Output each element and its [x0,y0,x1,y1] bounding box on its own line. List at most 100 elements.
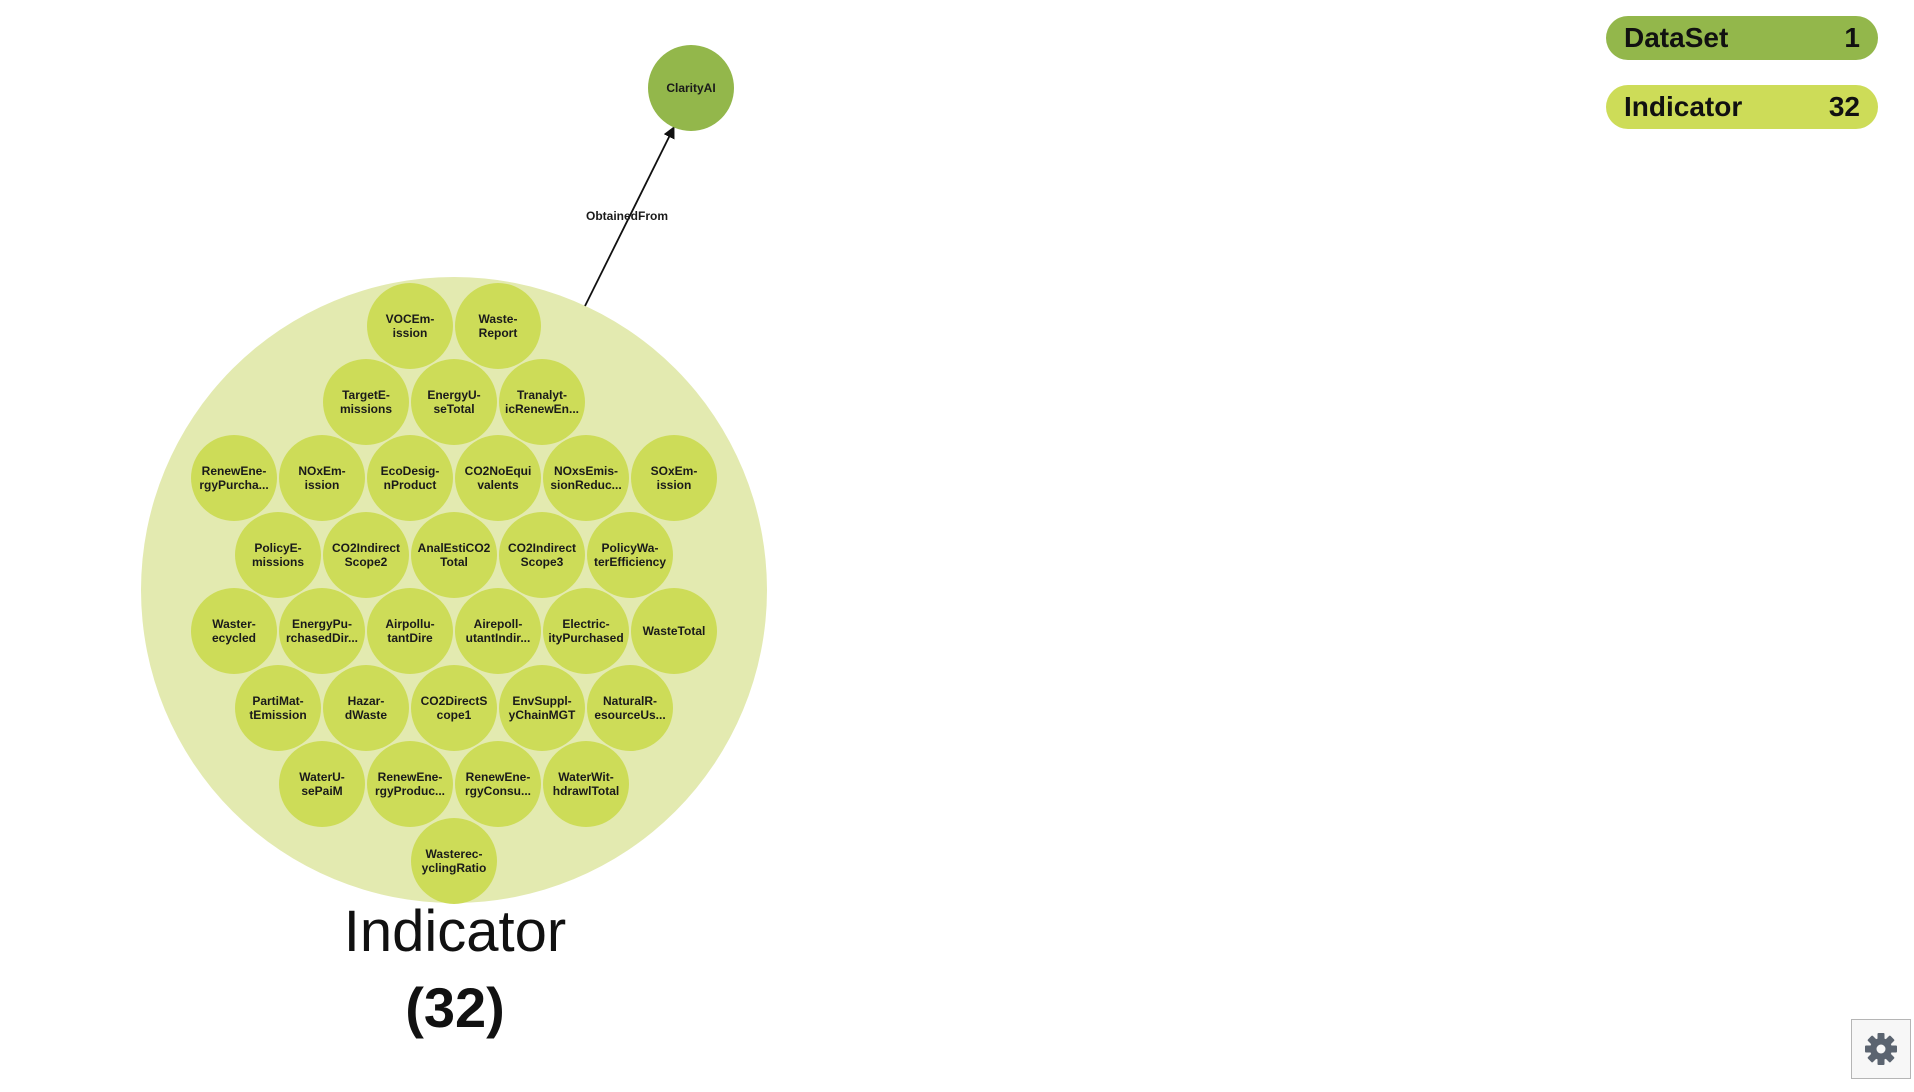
indicator-node-label: CO2Indirect [332,541,400,555]
indicator-node-label: TargetE- [342,388,390,402]
indicator-node-label: dWaste [345,708,388,722]
indicator-node-label: EnergyU- [427,388,480,402]
indicator-node-label: missions [252,555,304,569]
indicator-node-circle [323,359,409,445]
indicator-node-label: nProduct [384,478,437,492]
indicator-node[interactable]: RenewEne-rgyConsu... [455,741,541,827]
indicator-node-label: NaturalR- [603,694,657,708]
indicator-node-label: WasteTotal [643,624,706,638]
indicator-node-label: PartiMat- [252,694,303,708]
indicator-node[interactable]: Airepoll-utantIndir... [455,588,541,674]
indicator-node[interactable]: Waste-Report [455,283,541,369]
indicator-node-label: Scope2 [345,555,388,569]
indicator-node[interactable]: EcoDesig-nProduct [367,435,453,521]
indicator-node-label: sePaiM [301,784,342,798]
indicator-node-label: tEmission [249,708,306,722]
indicator-node-label: PolicyWa- [602,541,659,555]
indicator-node-circle [543,588,629,674]
indicator-node-label: rgyConsu... [465,784,531,798]
indicator-node-label: NOxEm- [298,464,345,478]
group-title: Indicator [343,899,567,964]
indicator-node-circle [455,741,541,827]
indicator-node-label: EcoDesig- [381,464,440,478]
indicator-node-label: esourceUs... [594,708,665,722]
indicator-node-label: AnalEstiCO2 [418,541,491,555]
indicator-node[interactable]: TargetE-missions [323,359,409,445]
indicator-node-label: terEfficiency [594,555,666,569]
legend-dataset[interactable]: DataSet 1 [1606,16,1878,60]
edge-label: ObtainedFrom [586,209,668,223]
indicator-node-circle [543,741,629,827]
indicator-node-circle [191,435,277,521]
indicator-node-circle [411,665,497,751]
indicator-node[interactable]: WasteTotal [631,588,717,674]
indicator-node-label: cope1 [437,708,472,722]
indicator-node-label: Report [479,326,518,340]
legend-indicator[interactable]: Indicator 32 [1606,85,1878,129]
indicator-node[interactable]: PolicyWa-terEfficiency [587,512,673,598]
indicator-node-label: Electric- [562,617,609,631]
indicator-node[interactable]: PolicyE-missions [235,512,321,598]
indicator-node-label: Airpollu- [385,617,434,631]
indicator-node[interactable]: EnergyU-seTotal [411,359,497,445]
indicator-node-label: RenewEne- [466,770,531,784]
indicator-node-circle [367,741,453,827]
legend-indicator-label: Indicator [1624,91,1743,122]
indicator-node-label: rgyProduc... [375,784,445,798]
legend-dataset-label: DataSet [1624,22,1729,53]
indicator-node-circle [367,435,453,521]
indicator-node[interactable]: Waster-ecycled [191,588,277,674]
indicator-node-label: tantDire [387,631,433,645]
indicator-node[interactable]: WaterU-sePaiM [279,741,365,827]
indicator-node[interactable]: Electric-ityPurchased [543,588,629,674]
indicator-node-circle [587,665,673,751]
settings-button[interactable] [1851,1019,1911,1079]
indicator-node[interactable]: Airpollu-tantDire [367,588,453,674]
indicator-node-label: Hazar- [348,694,385,708]
indicator-node-label: rchasedDir... [286,631,358,645]
indicator-node-circle [411,359,497,445]
indicator-node-circle [455,588,541,674]
indicator-node-circle [631,588,717,674]
edge-obtained-from[interactable]: ObtainedFrom [584,126,675,307]
indicator-node[interactable]: Hazar-dWaste [323,665,409,751]
indicator-node-label: CO2DirectS [421,694,488,708]
indicator-node-label: Scope3 [521,555,564,569]
indicator-node-label: icRenewEn... [505,402,579,416]
group-count: (32) [405,976,505,1039]
indicator-node-label: SOxEm- [651,464,698,478]
indicator-node[interactable]: Tranalyt-icRenewEn... [499,359,585,445]
indicator-node[interactable]: SOxEm-ission [631,435,717,521]
indicator-node[interactable]: RenewEne-rgyProduc... [367,741,453,827]
indicator-node[interactable]: WaterWit-hdrawlTotal [543,741,629,827]
indicator-node-label: ission [305,478,340,492]
indicator-node[interactable]: VOCEm-ission [367,283,453,369]
indicator-node[interactable]: Wasterec-yclingRatio [411,818,497,904]
indicator-node-circle [367,283,453,369]
indicator-node[interactable]: RenewEne-rgyPurcha... [191,435,277,521]
indicator-node-circle [235,665,321,751]
indicator-node-circle [279,588,365,674]
indicator-node-circle [191,588,277,674]
indicator-node-circle [367,588,453,674]
indicator-node[interactable]: NaturalR-esourceUs... [587,665,673,751]
indicator-node[interactable]: NOxsEmis-sionReduc... [543,435,629,521]
indicator-node-label: utantIndir... [466,631,531,645]
indicator-node-label: EnvSuppl- [512,694,571,708]
indicator-node-circle [323,512,409,598]
indicator-node-label: CO2Indirect [508,541,576,555]
indicator-node[interactable]: EnergyPu-rchasedDir... [279,588,365,674]
indicator-node[interactable]: NOxEm-ission [279,435,365,521]
indicator-node-circle [411,818,497,904]
indicator-node-circle [455,435,541,521]
indicator-node[interactable]: PartiMat-tEmission [235,665,321,751]
indicator-node[interactable]: EnvSuppl-yChainMGT [499,665,585,751]
indicator-node-circle [499,665,585,751]
dataset-node-clarityai[interactable]: ClarityAI [648,45,734,131]
